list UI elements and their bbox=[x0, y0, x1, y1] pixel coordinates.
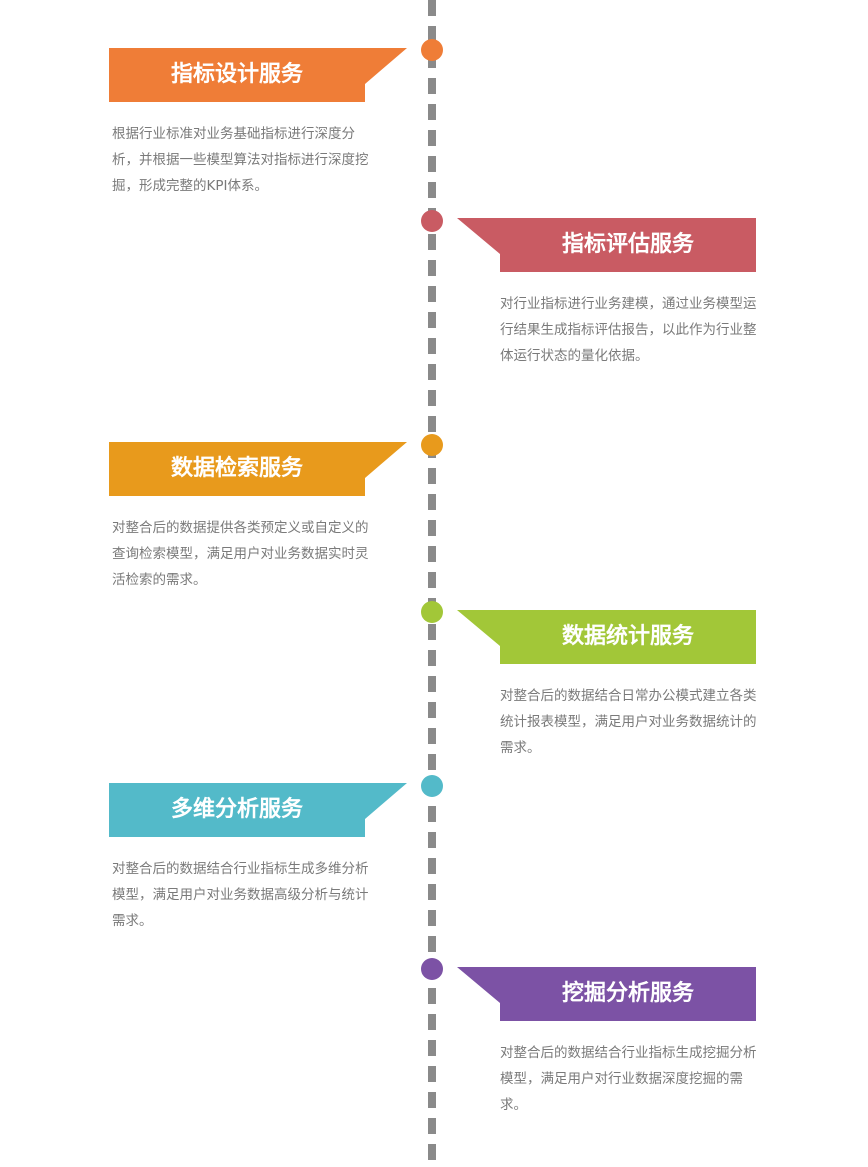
service-banner-2: 指标评估服务 bbox=[457, 218, 757, 272]
timeline-dot-4 bbox=[421, 601, 443, 623]
banner-shape-4 bbox=[457, 610, 756, 664]
service-title-6: 挖掘分析服务 bbox=[561, 981, 694, 1006]
timeline-line bbox=[428, 0, 436, 1167]
service-title-4: 数据统计服务 bbox=[561, 624, 694, 649]
service-banner-4: 数据统计服务 bbox=[457, 610, 757, 664]
banner-shape-3 bbox=[109, 442, 407, 496]
service-banner-3: 数据检索服务 bbox=[109, 442, 409, 496]
banner-shape-5 bbox=[109, 783, 407, 837]
service-title-5: 多维分析服务 bbox=[170, 797, 303, 822]
service-description-3: 对整合后的数据提供各类预定义或自定义的查询检索模型，满足用户对业务数据实时灵活检… bbox=[112, 520, 369, 588]
banner-shape-2 bbox=[457, 218, 756, 272]
timeline-dot-6 bbox=[421, 958, 443, 980]
service-title-3: 数据检索服务 bbox=[170, 456, 303, 481]
service-banner-6: 挖掘分析服务 bbox=[457, 967, 757, 1021]
timeline-dot-1 bbox=[421, 39, 443, 61]
banner-shape-1 bbox=[109, 48, 407, 102]
service-description-5: 对整合后的数据结合行业指标生成多维分析模型，满足用户对业务数据高级分析与统计需求… bbox=[112, 861, 369, 929]
timeline-dot-5 bbox=[421, 775, 443, 797]
timeline-dot-3 bbox=[421, 434, 443, 456]
timeline-dot-2 bbox=[421, 210, 443, 232]
service-description-2: 对行业指标进行业务建模，通过业务模型运行结果生成指标评估报告，以此作为行业整体运… bbox=[500, 296, 757, 364]
service-description-1: 根据行业标准对业务基础指标进行深度分析，并根据一些模型算法对指标进行深度挖掘，形… bbox=[112, 126, 369, 194]
service-description-6: 对整合后的数据结合行业指标生成挖掘分析模型，满足用户对行业数据深度挖掘的需求。 bbox=[500, 1045, 757, 1113]
service-banner-1: 指标设计服务 bbox=[109, 48, 409, 102]
service-banner-5: 多维分析服务 bbox=[109, 783, 409, 837]
banner-shape-6 bbox=[457, 967, 756, 1021]
service-description-4: 对整合后的数据结合日常办公模式建立各类统计报表模型，满足用户对业务数据统计的需求… bbox=[500, 688, 757, 756]
service-title-2: 指标评估服务 bbox=[561, 232, 694, 257]
service-title-1: 指标设计服务 bbox=[170, 62, 303, 87]
